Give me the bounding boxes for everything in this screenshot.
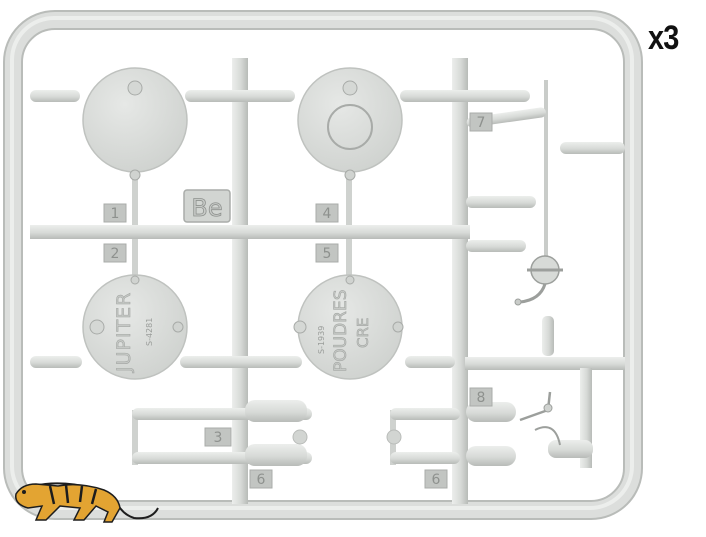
disc-2 — [82, 274, 188, 380]
quantity-label: x3 — [648, 19, 679, 57]
sprue-letter-tag: Be — [183, 189, 231, 223]
part-number-6a: 6 — [257, 472, 266, 488]
disc-5 — [293, 274, 404, 380]
disc-4 — [297, 67, 403, 181]
left-disc-code: S-4281 — [145, 318, 154, 346]
part-number-tabs: 1 2 3 4 5 6 6 7 8 — [103, 112, 493, 489]
part-number-4: 4 — [323, 206, 332, 222]
right-disc-text-line1: POUDRES — [331, 289, 351, 372]
part-number-6b: 6 — [432, 472, 441, 488]
tiger-logo-icon — [15, 482, 159, 523]
part-number-7: 7 — [477, 115, 486, 131]
sprue-runners — [30, 58, 625, 504]
left-disc-text: JUPITER — [113, 292, 135, 373]
part-number-5: 5 — [323, 246, 332, 262]
right-disc-code: S-1939 — [317, 326, 326, 354]
part-number-1: 1 — [111, 206, 120, 222]
sprue-frame — [3, 10, 643, 520]
disc-1 — [82, 67, 188, 181]
valve-part-8 — [519, 391, 561, 446]
part-number-3: 3 — [214, 430, 223, 446]
part-number-8: 8 — [477, 390, 486, 406]
right-disc-text-line2: CRE — [354, 318, 372, 348]
sprue-letter: Be — [191, 194, 222, 222]
part-number-2: 2 — [111, 246, 120, 262]
